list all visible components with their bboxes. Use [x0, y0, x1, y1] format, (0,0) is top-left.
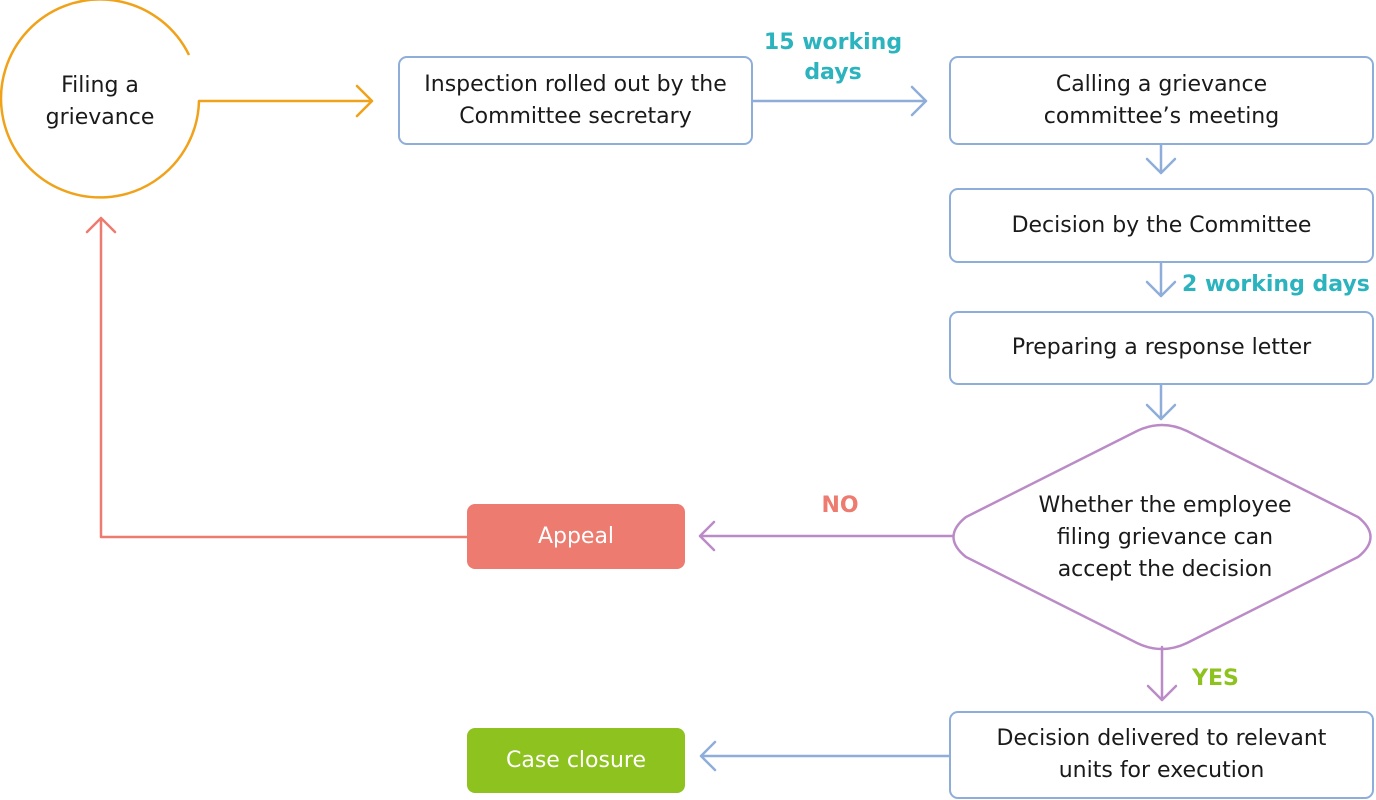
arrow-calling-to-decision	[1145, 142, 1177, 175]
closure-node: Case closure	[467, 728, 685, 793]
arrow-whether-to-appeal	[698, 520, 954, 552]
arrow-whether-to-delivered	[1146, 645, 1178, 702]
label-yes: YES	[1192, 666, 1239, 691]
preparing-node: Preparing a response letter	[949, 311, 1374, 385]
arrow-appeal-to-filing	[85, 216, 469, 539]
delivered-node: Decision delivered to relevant units for…	[949, 711, 1374, 799]
inspection-node: Inspection rolled out by the Committee s…	[398, 56, 753, 145]
calling-label: Calling a grievance committee’s meeting	[1043, 71, 1280, 129]
arrow-delivered-to-closure	[699, 740, 952, 772]
preparing-label: Preparing a response letter	[1011, 335, 1312, 360]
filing-circle	[0, 0, 201, 199]
decision-label: Decision by the Committee	[1011, 212, 1312, 238]
arrow-inspection-to-calling	[750, 85, 928, 117]
label-2-working-days: 2 working days	[1182, 272, 1370, 297]
closure-label: Case closure	[505, 748, 646, 773]
decision-node: Decision by the Committee	[949, 188, 1374, 263]
filing-label: Filing a grievance	[45, 73, 155, 130]
arrow-filing-to-inspection	[197, 84, 374, 118]
filing-node: Filing a grievance	[30, 60, 170, 144]
arrow-preparing-to-whether	[1145, 382, 1177, 421]
whether-node: Whether the employee filing grievance ca…	[1020, 488, 1310, 588]
whether-diamond	[952, 423, 1372, 651]
inspection-label: Inspection rolled out by the Committee s…	[424, 71, 727, 129]
label-15-working-days: 15 working days	[763, 30, 903, 85]
calling-node: Calling a grievance committee’s meeting	[949, 56, 1374, 145]
arrow-decision-to-preparing	[1145, 260, 1177, 298]
appeal-label: Appeal	[537, 524, 615, 549]
whether-label: Whether the employee filing grievance ca…	[1038, 493, 1292, 582]
delivered-label: Decision delivered to relevant units for…	[996, 726, 1327, 783]
appeal-node: Appeal	[467, 504, 685, 569]
label-no: NO	[821, 493, 859, 518]
